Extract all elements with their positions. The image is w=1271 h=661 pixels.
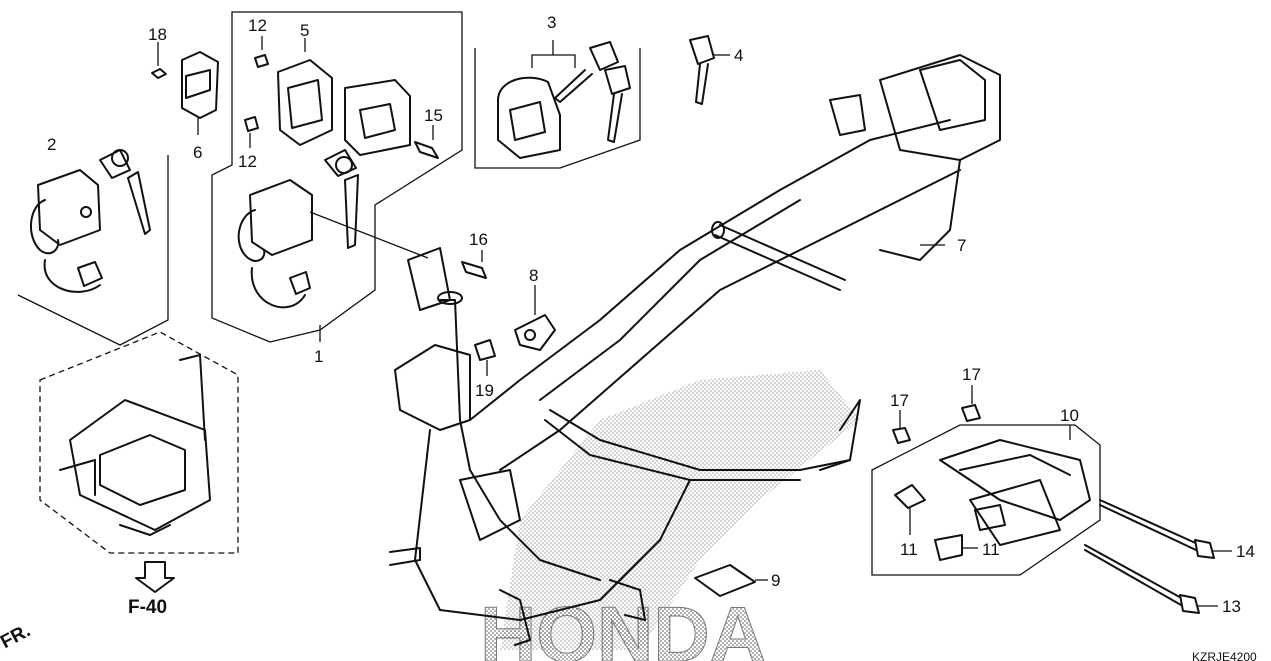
callout-12-bottom[interactable]: 12 <box>238 152 257 171</box>
bracket-8[interactable] <box>514 285 556 351</box>
battery-tray-outline <box>39 331 239 554</box>
callout-11-right[interactable]: 11 <box>982 540 1000 559</box>
callout-4[interactable]: 4 <box>734 46 743 65</box>
callout-10[interactable]: 10 <box>1060 406 1079 425</box>
switch-cover[interactable] <box>344 79 411 156</box>
hanger-10-outline <box>871 424 1101 576</box>
key-set-3[interactable] <box>497 40 631 159</box>
screw-18[interactable] <box>151 42 167 79</box>
reference-arrow[interactable] <box>135 561 175 593</box>
frame-body-7[interactable] <box>389 54 1001 646</box>
callout-17-right[interactable]: 17 <box>962 365 981 384</box>
ignition-switch-1[interactable] <box>237 149 359 342</box>
callout-6[interactable]: 6 <box>193 143 202 162</box>
rubber-11-left[interactable] <box>894 484 926 535</box>
frame-shading <box>500 370 860 650</box>
keyset-3-outline <box>474 48 641 169</box>
screw-12-top[interactable] <box>254 36 269 68</box>
bracket-6[interactable] <box>181 51 219 135</box>
callout-16[interactable]: 16 <box>469 230 488 249</box>
callout-18[interactable]: 18 <box>148 25 167 44</box>
callout-12-top[interactable]: 12 <box>248 16 267 35</box>
callout-7[interactable]: 7 <box>957 236 966 255</box>
callout-14[interactable]: 14 <box>1236 542 1255 561</box>
callout-8[interactable]: 8 <box>529 266 538 285</box>
callout-1[interactable]: 1 <box>314 347 323 366</box>
engine-hanger-10[interactable] <box>939 425 1091 546</box>
ignition-switch-assembly-2[interactable] <box>17 149 169 346</box>
bolt-16[interactable] <box>461 250 487 279</box>
assembly-1-outline <box>211 11 463 343</box>
callout-2[interactable]: 2 <box>47 135 56 154</box>
bolt-14[interactable] <box>1099 499 1232 559</box>
key-4[interactable] <box>689 35 730 105</box>
label-9[interactable] <box>694 564 768 597</box>
reference-label[interactable]: F-40 <box>128 597 167 618</box>
switch-body-5[interactable] <box>277 38 333 146</box>
callout-5[interactable]: 5 <box>300 21 309 40</box>
honda-watermark: HONDA <box>480 590 766 661</box>
callout-19[interactable]: 19 <box>475 381 494 400</box>
battery-tray[interactable] <box>59 354 211 536</box>
direction-label: FR. <box>0 620 34 653</box>
callout-13[interactable]: 13 <box>1222 597 1241 616</box>
screw-12-bottom[interactable] <box>244 116 259 148</box>
callout-3[interactable]: 3 <box>547 13 556 32</box>
leader-1 <box>309 211 429 259</box>
callout-11-left[interactable]: 11 <box>900 540 918 559</box>
diagram-code: KZRJE4200 <box>1192 650 1257 661</box>
bushing-17-left[interactable] <box>892 410 911 444</box>
bolt-19[interactable] <box>474 339 496 376</box>
callout-9[interactable]: 9 <box>771 571 780 590</box>
bolt-13[interactable] <box>1084 544 1218 614</box>
callout-15[interactable]: 15 <box>424 106 443 125</box>
bushing-17-right[interactable] <box>961 385 981 422</box>
callout-17-left[interactable]: 17 <box>890 391 909 410</box>
rubber-11-right[interactable] <box>934 534 978 561</box>
screw-15[interactable] <box>414 125 439 159</box>
